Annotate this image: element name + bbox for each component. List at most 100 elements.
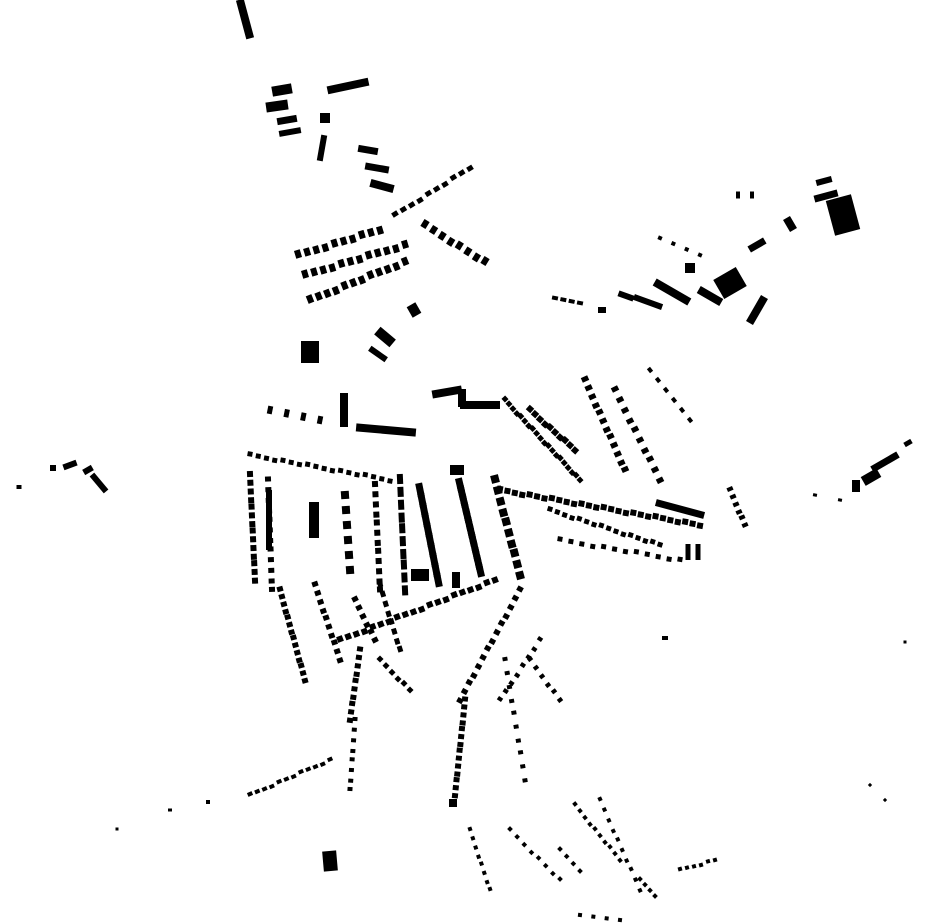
- building: [278, 593, 286, 600]
- building: [397, 486, 404, 498]
- building: [576, 515, 583, 522]
- building: [598, 522, 605, 529]
- building: [322, 614, 330, 621]
- building: [554, 508, 561, 516]
- building: [577, 868, 583, 874]
- building: [617, 917, 623, 923]
- building: [695, 544, 701, 560]
- building: [517, 749, 524, 755]
- building: [652, 278, 692, 306]
- building: [366, 269, 375, 280]
- building: [560, 435, 570, 445]
- building: [337, 258, 346, 269]
- building: [352, 716, 358, 722]
- building: [470, 835, 476, 841]
- building: [401, 585, 409, 596]
- building: [619, 847, 625, 853]
- building: [532, 664, 540, 671]
- building: [424, 189, 433, 198]
- building: [491, 576, 499, 584]
- building: [291, 641, 299, 649]
- building: [276, 585, 284, 593]
- building: [747, 237, 767, 253]
- building: [635, 436, 645, 444]
- building: [511, 710, 517, 716]
- building: [296, 461, 303, 468]
- building: [82, 464, 94, 476]
- building: [686, 416, 694, 424]
- building: [825, 194, 861, 236]
- building: [495, 496, 506, 507]
- building: [609, 441, 619, 449]
- building: [632, 877, 639, 883]
- building: [483, 644, 492, 652]
- building: [652, 512, 660, 520]
- building: [525, 404, 535, 414]
- building: [556, 454, 564, 462]
- building: [536, 434, 545, 442]
- building: [247, 488, 254, 495]
- building: [615, 395, 625, 404]
- building: [378, 475, 385, 482]
- building: [268, 586, 276, 592]
- building: [620, 531, 627, 538]
- building: [605, 525, 612, 532]
- building: [374, 267, 384, 277]
- building: [519, 763, 526, 769]
- building: [275, 778, 283, 785]
- building: [655, 553, 662, 560]
- building: [434, 598, 442, 606]
- building: [392, 261, 401, 272]
- building: [393, 637, 401, 645]
- building: [568, 514, 576, 522]
- building: [563, 853, 570, 860]
- building: [615, 507, 622, 515]
- building: [568, 298, 576, 304]
- building: [517, 412, 525, 420]
- building: [458, 389, 466, 407]
- building: [420, 219, 430, 229]
- building: [509, 405, 517, 413]
- building: [425, 600, 434, 609]
- building: [372, 501, 380, 508]
- building: [691, 863, 697, 869]
- building: [362, 471, 369, 478]
- building: [350, 748, 356, 754]
- building: [630, 425, 640, 434]
- building: [254, 788, 261, 795]
- building: [860, 468, 882, 486]
- building: [732, 501, 740, 508]
- building: [374, 326, 396, 348]
- building: [360, 627, 369, 636]
- building: [266, 527, 273, 533]
- building: [355, 654, 363, 661]
- building: [508, 680, 515, 687]
- building: [666, 516, 674, 524]
- building: [654, 376, 662, 384]
- building: [589, 543, 596, 550]
- building: [522, 777, 528, 783]
- building: [617, 459, 626, 467]
- building: [479, 653, 487, 661]
- building: [729, 493, 737, 500]
- building: [344, 632, 353, 641]
- building: [271, 83, 293, 97]
- building: [353, 671, 360, 678]
- building: [497, 619, 506, 627]
- building: [657, 235, 663, 241]
- building: [633, 548, 640, 555]
- building: [267, 538, 274, 544]
- building: [484, 879, 490, 885]
- building: [316, 415, 324, 425]
- building: [301, 677, 309, 684]
- building: [689, 520, 697, 528]
- building: [503, 487, 511, 495]
- building: [89, 472, 109, 494]
- building: [388, 668, 396, 676]
- building: [570, 446, 580, 455]
- building: [320, 113, 330, 123]
- building: [457, 741, 464, 748]
- building: [376, 655, 384, 663]
- building: [345, 469, 352, 476]
